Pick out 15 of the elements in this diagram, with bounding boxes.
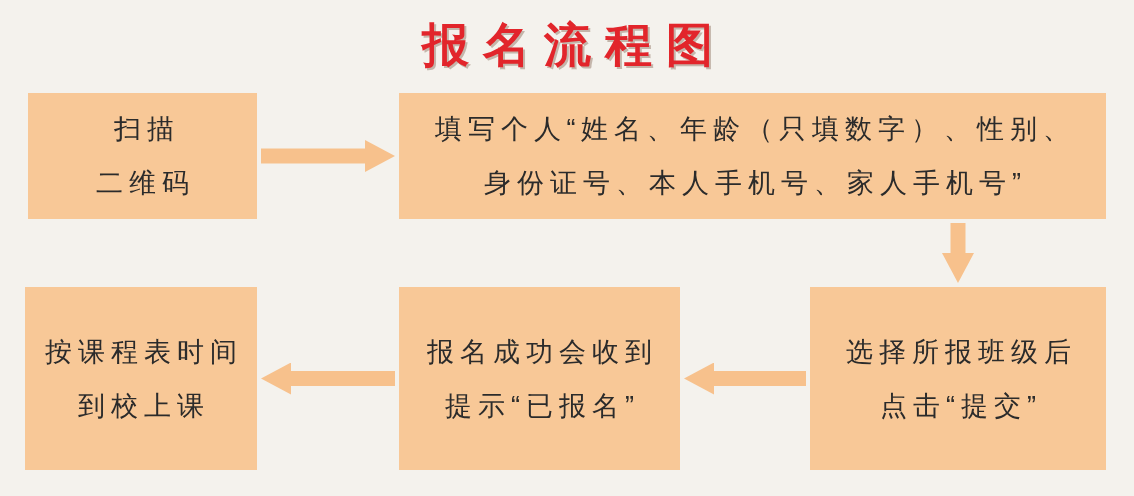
- process-box: [28, 93, 257, 219]
- arrow: [942, 223, 974, 283]
- step-text: 填写个人“姓名、年龄（只填数字）、性别、身份证号、本人手机号、家人手机号”: [433, 113, 1078, 200]
- arrow: [684, 362, 806, 395]
- step-text: 扫描二维码: [95, 113, 196, 200]
- process-box: [810, 287, 1106, 470]
- arrow: [261, 140, 395, 172]
- arrow: [261, 362, 395, 395]
- step-text: 选择所报班级后点击“提交”: [844, 335, 1078, 423]
- process-box: [399, 93, 1106, 219]
- process-box: [25, 287, 257, 470]
- process-box: [399, 287, 680, 470]
- step-text: 按课程表时间到校上课: [44, 335, 244, 423]
- step-text: 报名成功会收到提示“已报名”: [426, 335, 659, 423]
- title: 报名流程图: [420, 20, 727, 70]
